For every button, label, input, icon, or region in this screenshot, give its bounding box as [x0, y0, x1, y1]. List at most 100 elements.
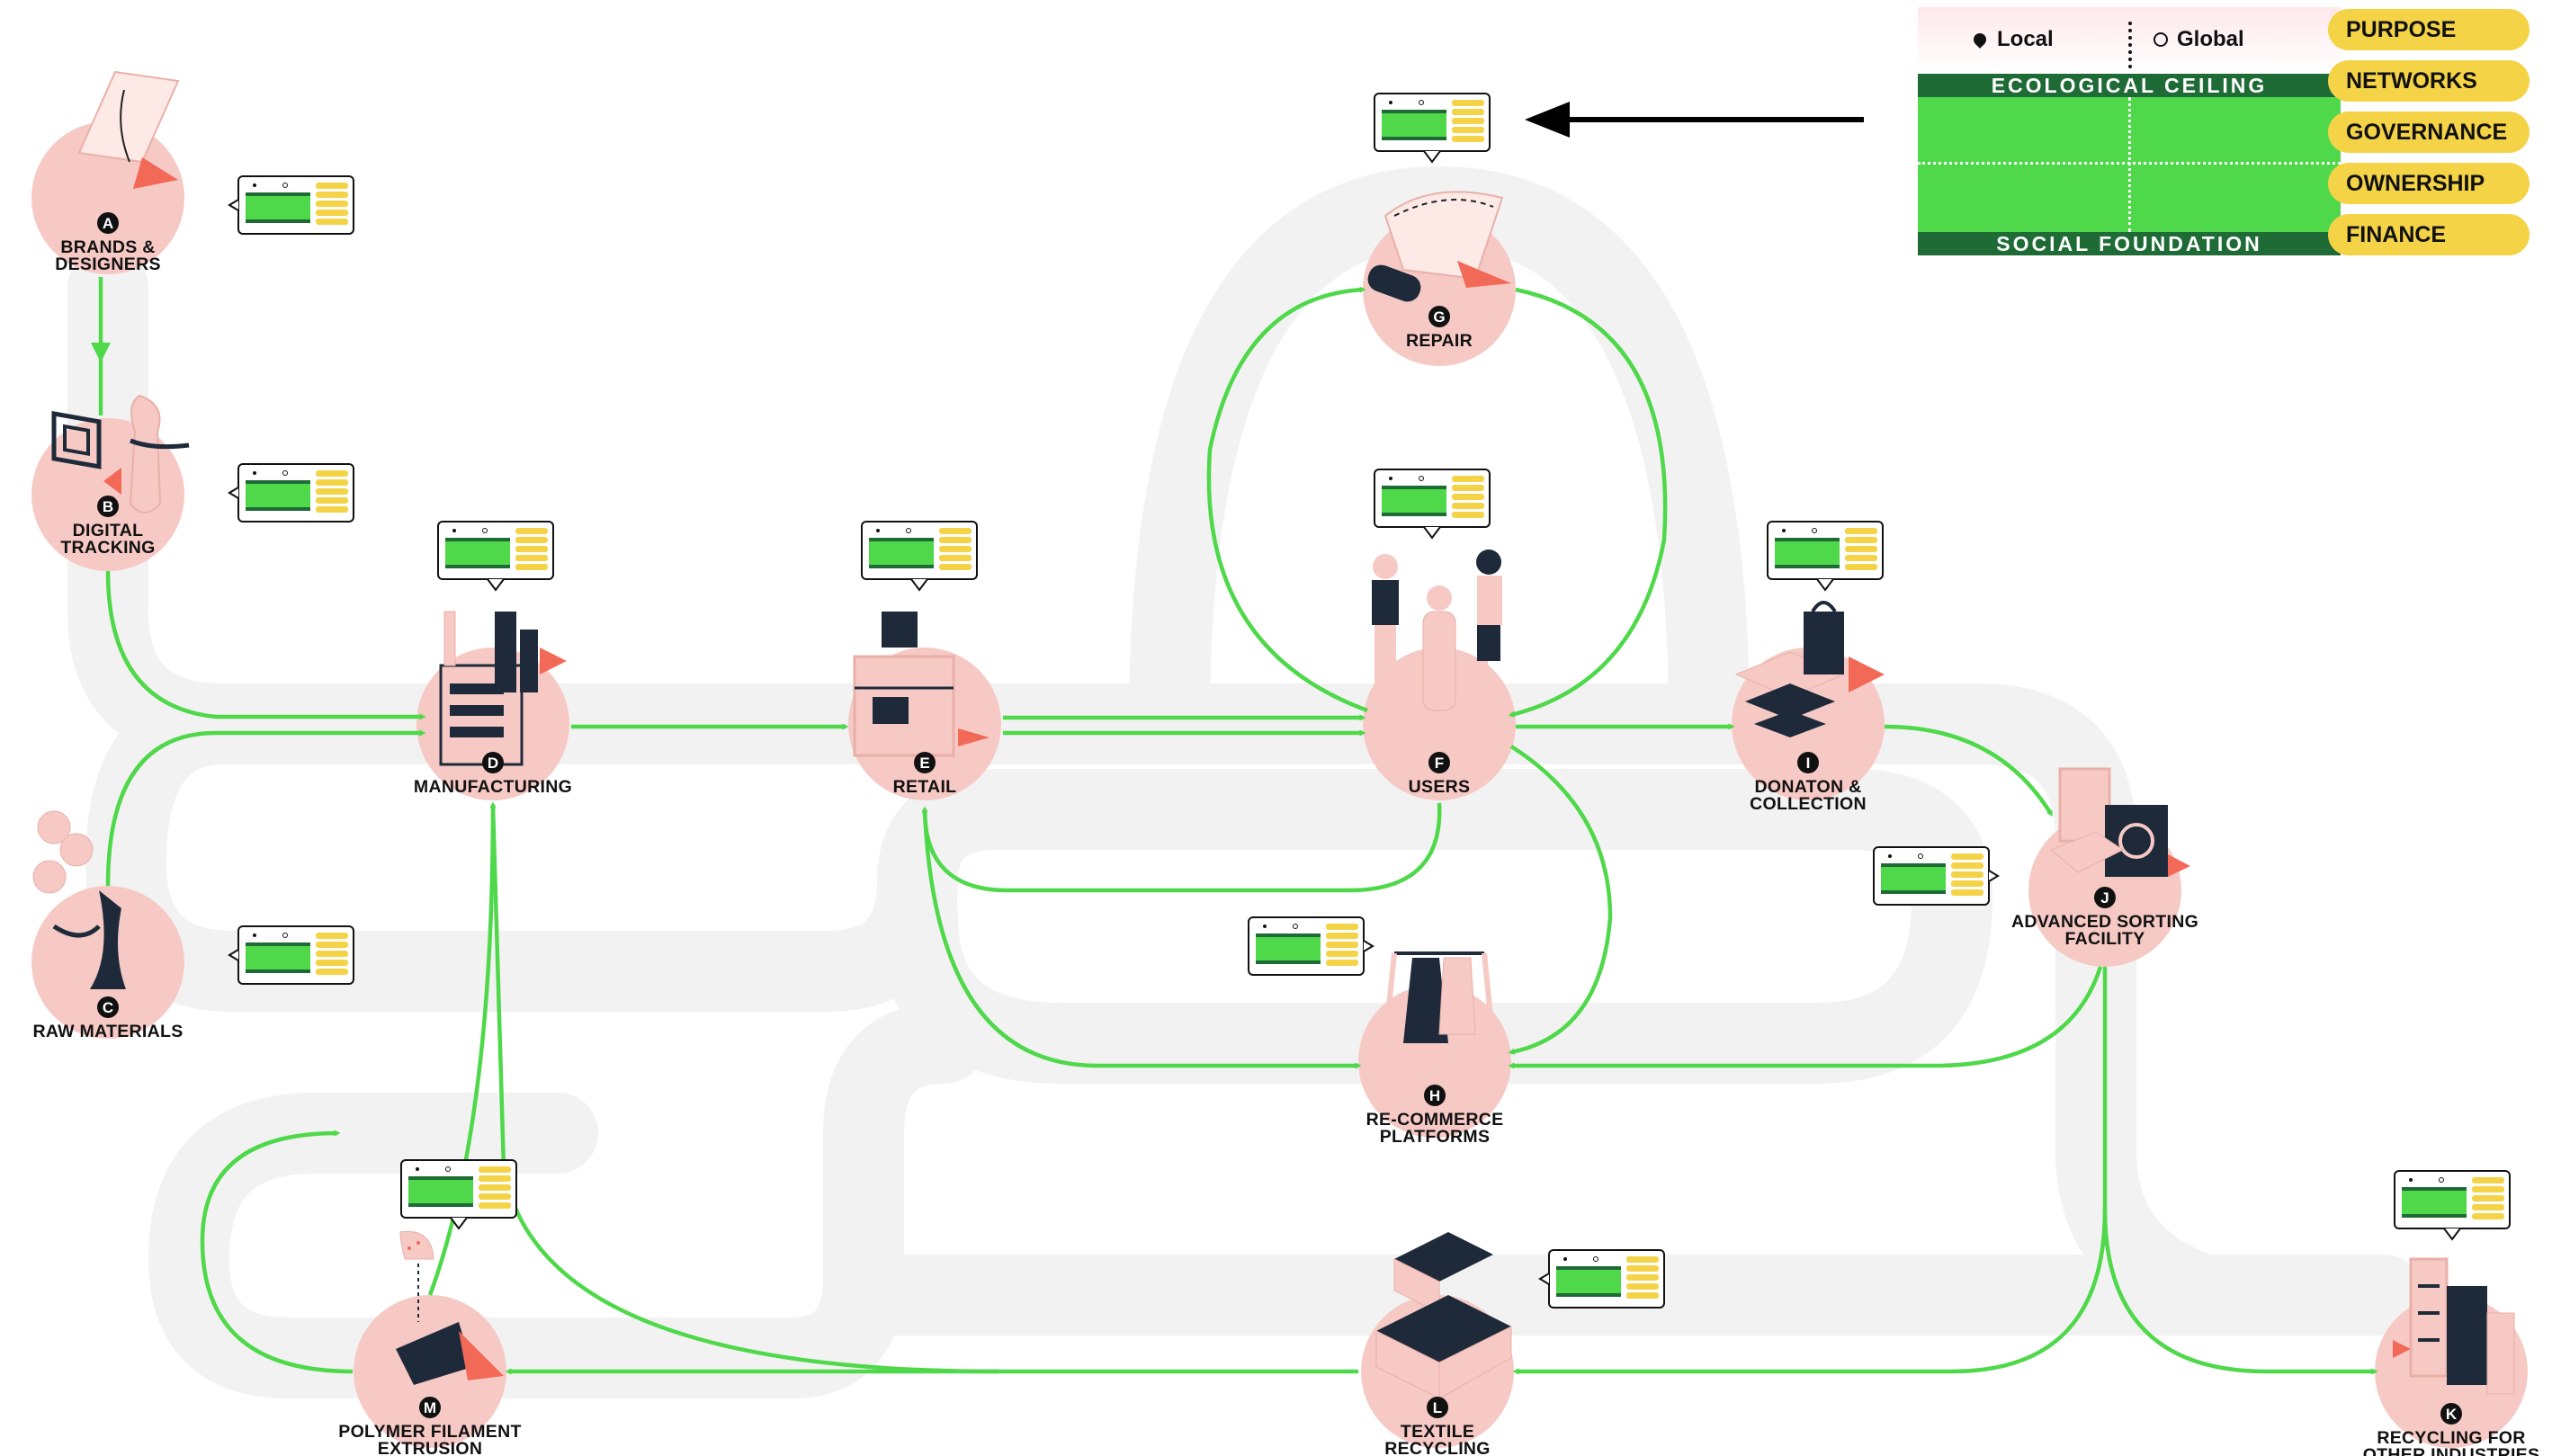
- safe-space-area: [1918, 97, 2341, 232]
- globe-icon: [2154, 32, 2168, 47]
- node-label-line: COLLECTION: [1750, 794, 1867, 814]
- node-letter: B: [103, 498, 113, 515]
- extruder-icon: [396, 1230, 504, 1385]
- tag-networks: NETWORKS: [2328, 60, 2530, 102]
- node-letter: I: [1806, 755, 1811, 772]
- node-label-line: DONATON &: [1755, 777, 1862, 797]
- mini-legend-card: [1248, 916, 1374, 976]
- legend-grid-v: [2128, 97, 2131, 232]
- node-label-line: DIGITAL: [73, 521, 144, 540]
- legend-scale-divider: [2128, 22, 2132, 68]
- node-letter: L: [1433, 1399, 1442, 1416]
- tag-purpose: PURPOSE: [2328, 9, 2530, 50]
- flow-i-j: [1884, 724, 2053, 817]
- flow-m-left: [200, 1130, 354, 1374]
- node-letter: J: [2100, 889, 2109, 907]
- node-badge: [419, 1397, 441, 1418]
- tag-governance: GOVERNANCE: [2328, 112, 2530, 153]
- node-label-line: REPAIR: [1406, 331, 1473, 351]
- people-icon: [1372, 549, 1502, 715]
- flow-f-h: [1508, 745, 1613, 1055]
- node-badge: [1428, 306, 1450, 327]
- store-icon: [853, 612, 989, 757]
- mini-legend-card: [861, 521, 978, 592]
- ecological-ceiling-band: ECOLOGICAL CEILING: [1918, 74, 2341, 97]
- flow-f-g: [1206, 286, 1368, 713]
- flow-c-d: [105, 729, 426, 887]
- node-letter: H: [1429, 1087, 1440, 1104]
- mini-legend-card: [228, 463, 354, 523]
- mini-legend-cards: [228, 93, 2511, 1309]
- node-label-line: FACILITY: [2064, 929, 2145, 949]
- designer-sketch-icon: [77, 70, 180, 189]
- sewing-needle-icon: [1367, 191, 1511, 302]
- map-pin-icon: [1971, 31, 1989, 49]
- mini-legend-card: [1374, 469, 1491, 540]
- legend-pointer-arrow: [1525, 102, 1864, 138]
- recycling-plant-icon: [1375, 1232, 1512, 1399]
- node-letter: C: [103, 999, 113, 1016]
- node-badge: [914, 752, 936, 773]
- node-label-line: PLATFORMS: [1380, 1127, 1491, 1147]
- node-badge: [1797, 752, 1819, 773]
- node-letter: G: [1433, 308, 1445, 326]
- factory-icon: [439, 611, 567, 766]
- node-label-line: RE-COMMERCE: [1366, 1110, 1504, 1130]
- node-label-line: RECYCLING: [1384, 1439, 1491, 1456]
- mini-legend-card: [228, 175, 354, 235]
- social-foundation-band: SOCIAL FOUNDATION: [1918, 232, 2341, 255]
- flow-f-e: [921, 802, 1442, 893]
- mini-legend-card: [1374, 93, 1491, 164]
- node-label-line: TEXTILE: [1401, 1422, 1474, 1442]
- flow-m-d: [427, 801, 497, 1296]
- mini-legend-card: [1538, 1249, 1665, 1309]
- node-circle-f: [1363, 648, 1516, 800]
- tracking-tag-icon: [51, 394, 190, 514]
- node-label-line: RAW MATERIALS: [32, 1022, 183, 1041]
- node-i: I DONATON &COLLECTION: [1750, 752, 1867, 814]
- node-letter: K: [2446, 1406, 2458, 1423]
- flow-b-d: [105, 570, 426, 720]
- flow-j-h: [1508, 966, 2103, 1069]
- node-badge: [1427, 1397, 1448, 1418]
- mini-legend-card: [2394, 1170, 2511, 1241]
- node-g: G REPAIR: [1406, 306, 1473, 351]
- node-label-line: OTHER INDUSTRIES: [2363, 1445, 2540, 1456]
- mini-legend-card: [437, 521, 554, 592]
- clothing-rack-icon: [1378, 951, 1500, 1089]
- flow-e-h: [922, 808, 1362, 1069]
- tag-finance: FINANCE: [2328, 214, 2530, 255]
- flow-g-f: [1508, 287, 1668, 718]
- node-letter: A: [103, 215, 113, 232]
- node-label-line: BRANDS &: [60, 237, 155, 257]
- node-circle-a: [31, 121, 184, 274]
- node-letter: M: [424, 1399, 436, 1416]
- mini-legend-card: [1767, 521, 1884, 592]
- node-label-line: TRACKING: [60, 538, 155, 558]
- node-badge: [2094, 887, 2116, 908]
- node-label-line: ADVANCED SORTING: [2011, 912, 2198, 932]
- city-buildings-icon: [2393, 1257, 2515, 1395]
- mini-legend-card: [400, 1159, 517, 1230]
- sorting-machine-icon: [2050, 767, 2190, 877]
- node-badge: [1424, 1085, 1446, 1106]
- node-letter: E: [919, 755, 929, 772]
- legend-global: Global: [2154, 27, 2244, 52]
- donation-bag-icon: [1734, 601, 1885, 737]
- mini-legend-card: [228, 925, 354, 985]
- node-label-line: POLYMER FILAMENT: [338, 1422, 521, 1442]
- node-icons: [32, 70, 2515, 1399]
- flow-j-k: [2102, 1209, 2378, 1375]
- node-letter: D: [488, 755, 498, 772]
- mini-legend-card: [1873, 846, 2000, 906]
- node-badge: [482, 752, 504, 773]
